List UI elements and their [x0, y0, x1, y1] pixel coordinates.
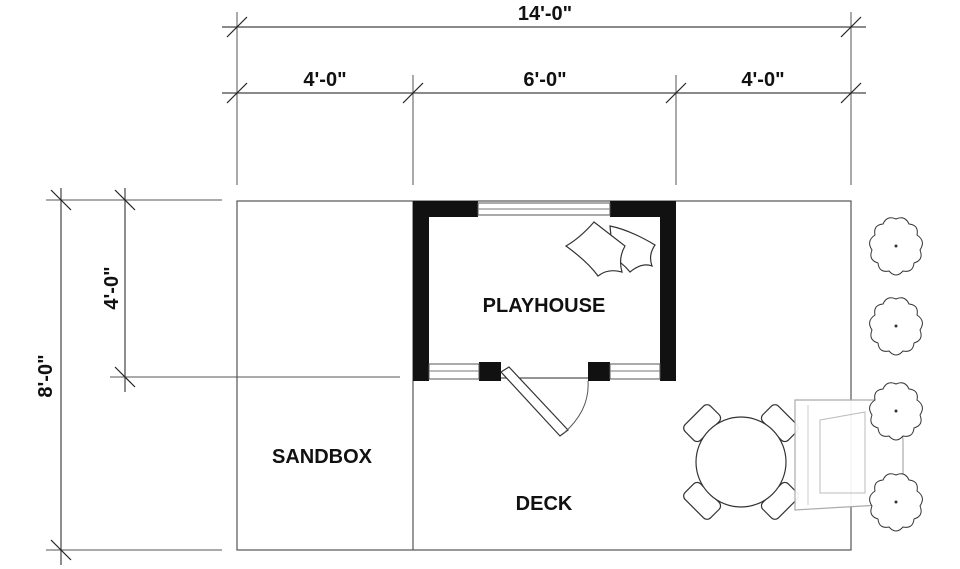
shrubs — [869, 217, 923, 532]
overall-depth-label: 8'-0" — [35, 354, 57, 397]
top-dimensions: 14'-0" 4'-0" 6'-0" 4'-0" — [222, 3, 866, 185]
door-icon — [500, 366, 589, 437]
sandbox-label: SANDBOX — [272, 446, 373, 468]
shrub-icon — [869, 382, 923, 441]
table-chairs-icon — [683, 404, 799, 520]
shrub-icon — [869, 297, 923, 356]
shrub-icon — [869, 217, 923, 276]
sandbox-depth-label: 4'-0" — [101, 266, 123, 309]
deck-label: DECK — [516, 493, 573, 515]
pillow-icon — [564, 221, 656, 277]
right-width-label: 4'-0" — [741, 69, 784, 91]
playhouse-walls — [413, 201, 676, 381]
overall-width-label: 14'-0" — [518, 3, 572, 25]
left-width-label: 4'-0" — [303, 69, 346, 91]
middle-width-label: 6'-0" — [523, 69, 566, 91]
playhouse-label: PLAYHOUSE — [483, 295, 606, 317]
left-dimensions: 8'-0" 4'-0" — [35, 188, 400, 565]
shrub-icon — [869, 473, 923, 532]
